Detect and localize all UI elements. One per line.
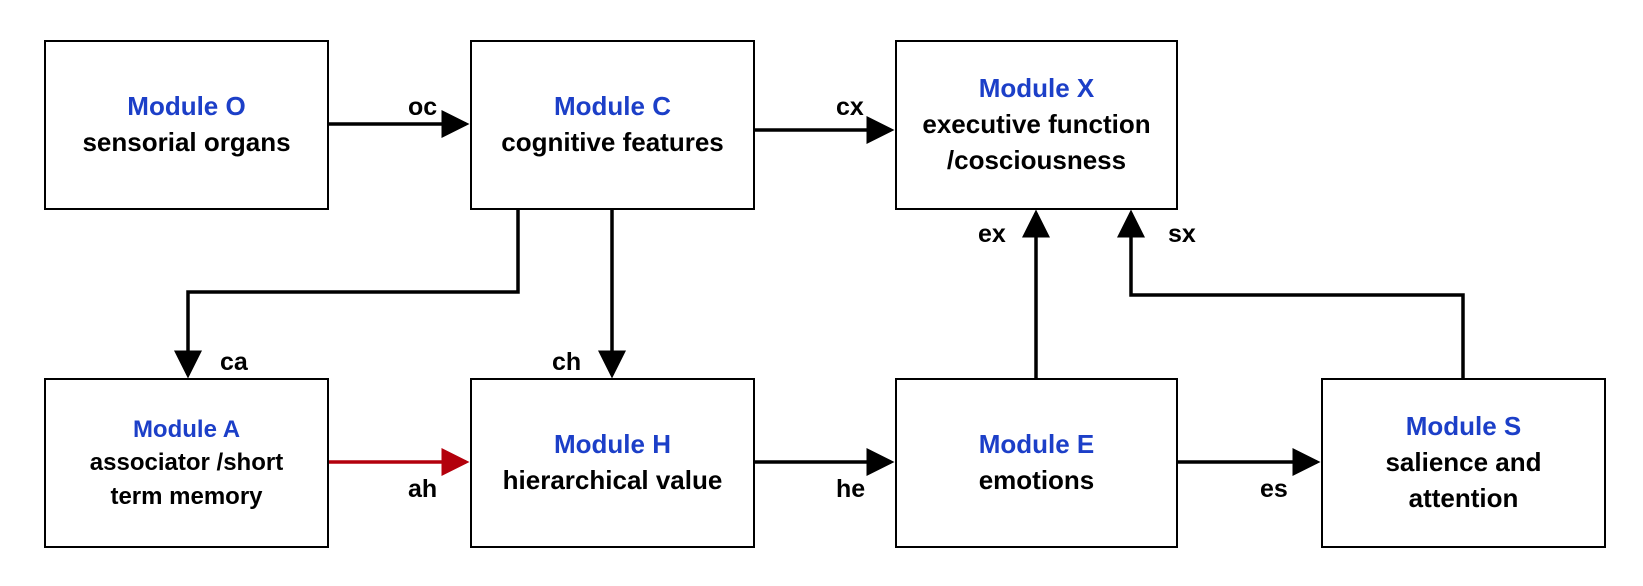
module-e-description: emotions bbox=[978, 465, 1095, 495]
edge-label-ch: ch bbox=[552, 348, 582, 376]
edge-label-ca: ca bbox=[220, 348, 248, 376]
module-s-description-line-2: attention bbox=[1408, 482, 1519, 513]
module-s-description-line-1: salience and bbox=[1385, 447, 1542, 478]
module-h-title: Module H bbox=[554, 429, 671, 460]
module-o-title: Module O bbox=[127, 91, 246, 122]
module-a-title: Module A bbox=[132, 416, 241, 444]
module-x-title: Module X bbox=[978, 73, 1095, 104]
edge-label-cx: cx bbox=[836, 93, 864, 121]
module-x-description-line-1: executive function bbox=[922, 109, 1151, 140]
edge-label-sx: sx bbox=[1168, 220, 1196, 248]
module-a-description-line-1: associator /short bbox=[89, 449, 284, 477]
module-c-box: Module C cognitive features bbox=[470, 40, 755, 210]
module-c-description: cognitive features bbox=[501, 127, 724, 157]
edge-label-ex: ex bbox=[978, 220, 1006, 248]
arrow-ca bbox=[174, 210, 520, 379]
module-a-description-line-2: term memory bbox=[110, 482, 263, 510]
edge-label-he: he bbox=[836, 475, 866, 503]
module-a-box: Module A associator /short term memory bbox=[44, 378, 329, 548]
module-c-title: Module C bbox=[554, 91, 671, 122]
module-s-box: Module S salience and attention bbox=[1321, 378, 1606, 548]
module-h-box: Module H hierarchical value bbox=[470, 378, 755, 548]
module-e-title: Module E bbox=[978, 429, 1095, 460]
module-x-box: Module X executive function /cosciousnes… bbox=[895, 40, 1178, 210]
edge-label-ah: ah bbox=[408, 475, 438, 503]
module-x-description-line-2: /cosciousness bbox=[946, 144, 1127, 175]
edge-label-es: es bbox=[1260, 475, 1288, 503]
arrow-sx bbox=[1117, 209, 1465, 378]
module-h-description: hierarchical value bbox=[502, 465, 723, 495]
module-o-box: Module O sensorial organs bbox=[44, 40, 329, 210]
module-s-title: Module S bbox=[1405, 411, 1522, 442]
module-e-box: Module E emotions bbox=[895, 378, 1178, 548]
module-o-description: sensorial organs bbox=[82, 127, 291, 157]
edge-label-oc: oc bbox=[408, 93, 438, 121]
